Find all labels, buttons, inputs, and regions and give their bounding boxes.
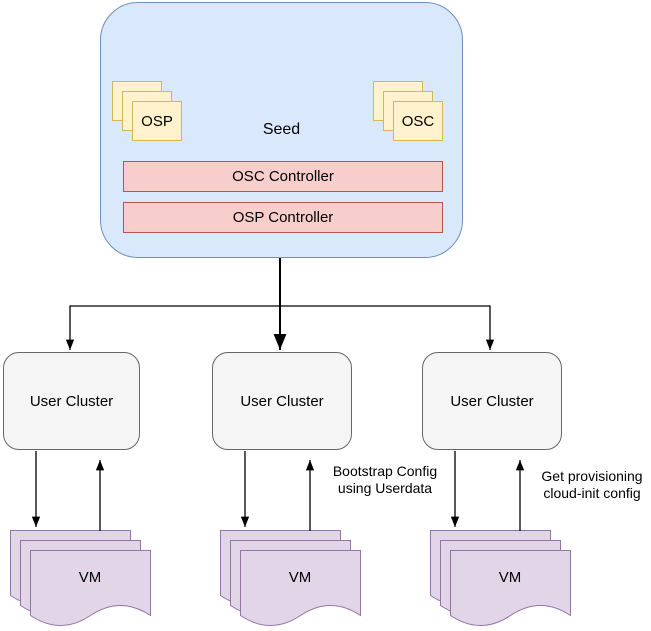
user-cluster-box-2: User Cluster <box>212 352 352 450</box>
osp-pod-front: OSP <box>132 101 182 141</box>
osp-pod-label: OSP <box>141 112 173 130</box>
annotation-line: using Userdata <box>337 480 433 496</box>
user-cluster-label: User Cluster <box>29 392 114 410</box>
osc-controller-label: OSC Controller <box>232 168 334 185</box>
vm-stack-3: VM <box>430 530 575 631</box>
osc-pod-label: OSC <box>401 112 435 130</box>
vm-document-stack-icon <box>430 530 571 626</box>
vm-label: VM <box>288 569 312 586</box>
annotation-line: cloud-init config <box>543 485 641 501</box>
seed-to-cluster3-arrow <box>279 258 495 350</box>
annotation-line: Bootstrap Config <box>332 463 438 479</box>
user-cluster-box-1: User Cluster <box>3 352 140 450</box>
osp-controller-bar: OSP Controller <box>123 202 443 233</box>
osp-controller-label: OSP Controller <box>232 209 334 226</box>
annotation-cloud-init-config: Get provisioning cloud-init config <box>524 468 651 502</box>
osc-pod-front: OSC <box>393 101 443 141</box>
vm-label: VM <box>498 569 522 586</box>
seed-label: Seed <box>262 121 301 138</box>
user-cluster-label: User Cluster <box>240 392 324 410</box>
seed-cluster-box: Seed OSP OSC OSC Controller OSP Controll… <box>100 2 463 258</box>
user-cluster-box-3: User Cluster <box>422 352 562 450</box>
osc-controller-bar: OSC Controller <box>123 161 443 192</box>
annotation-bootstrap-config: Bootstrap Config using Userdata <box>317 463 453 497</box>
vm-label: VM <box>78 569 102 586</box>
vm-stack-1: VM <box>10 530 155 631</box>
vm-document-stack-icon <box>10 530 151 626</box>
vm-stack-2: VM <box>220 530 365 631</box>
annotation-line: Get provisioning <box>541 468 643 484</box>
vm-document-stack-icon <box>220 530 361 626</box>
user-cluster-label: User Cluster <box>450 392 534 410</box>
seed-to-cluster1-arrow <box>65 258 281 350</box>
